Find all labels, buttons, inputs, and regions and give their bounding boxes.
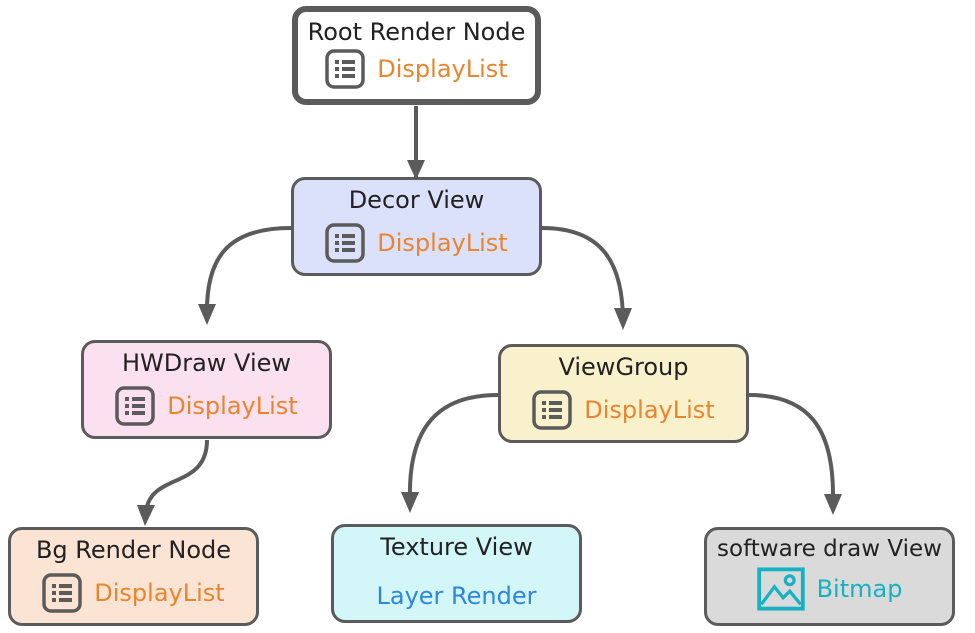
node-title: HWDraw View [121,349,292,377]
node-label: DisplayList [377,229,508,257]
node-hwdraw-view: HWDraw View DisplayList [81,340,332,439]
node-software-draw-view: software draw View Bitmap [704,527,955,626]
node-title: Root Render Node [307,18,526,46]
node-label: DisplayList [167,392,298,420]
list-icon [325,49,366,89]
node-label: DisplayList [94,579,225,607]
node-content-row: Bitmap [707,565,952,613]
node-title: software draw View [717,536,942,562]
node-label: Bitmap [816,575,903,603]
edge-decor-viewgroup [541,226,625,323]
arrowhead-viewgroup [614,308,632,330]
list-icon [115,386,156,426]
image-icon [756,567,805,611]
node-content-row: DisplayList [501,390,746,430]
list-icon [325,223,366,263]
arrowhead-software [824,494,842,515]
arrowhead-bgnode [137,505,155,526]
node-label: Layer Render [376,582,537,610]
list-icon [42,573,83,613]
node-title: Bg Render Node [35,536,232,564]
edge-viewgroup-software [748,393,835,496]
node-label: DisplayList [377,55,508,83]
node-content-row: DisplayList [294,223,539,263]
edge-viewgroup-texture [407,393,499,501]
node-label: DisplayList [584,396,715,424]
arrowhead-decor [407,160,425,180]
node-decor-view: Decor View DisplayList [291,177,542,276]
node-root-render-node: Root Render Node DisplayList [292,6,541,105]
node-title: Texture View [380,533,533,561]
node-title: ViewGroup [558,353,689,381]
node-title: Decor View [348,186,485,214]
node-content-row: DisplayList [84,386,329,426]
node-content-row: Layer Render [334,582,579,610]
edge-decor-hwdraw [204,226,292,321]
node-content-row: DisplayList [298,49,535,89]
node-bg-render-node: Bg Render Node DisplayList [8,527,259,626]
arrowhead-hwdraw [198,304,216,325]
edge-hwdraw-bgnode [144,439,209,513]
node-texture-view: Texture View Layer Render [331,524,582,623]
node-viewgroup: ViewGroup DisplayList [498,344,749,443]
node-content-row: DisplayList [11,573,256,613]
list-icon [532,390,573,430]
arrowhead-texture [401,492,419,513]
